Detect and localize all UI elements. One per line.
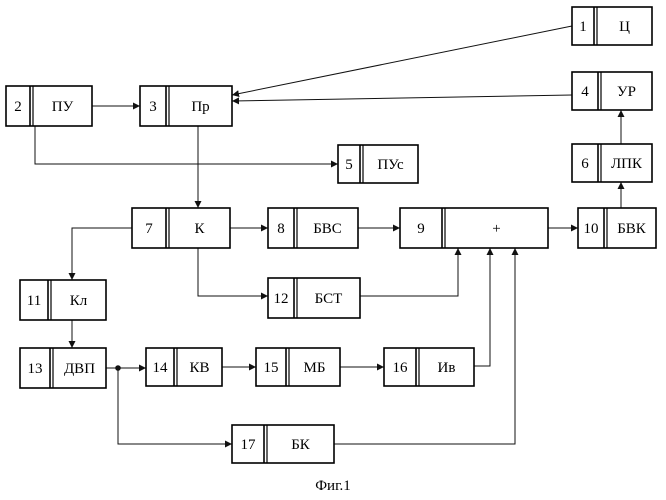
junction-dot [115, 365, 121, 371]
block-5-label: ПУс [377, 157, 404, 173]
figure-caption: Фиг.1 [315, 478, 351, 494]
block-3: 3 Пр [140, 86, 232, 126]
block-16: 16 Ив [384, 348, 474, 386]
block-12-number: 12 [274, 291, 289, 307]
block-6-number: 6 [581, 156, 589, 172]
block-5: 5 ПУс [338, 145, 418, 183]
block-14-number: 14 [153, 360, 169, 376]
block-2-label: ПУ [52, 99, 74, 115]
block-3-label: Пр [191, 99, 209, 115]
block-12: 12 БСТ [268, 278, 360, 318]
block-17: 17 БК [232, 425, 334, 463]
block-17-number: 17 [241, 437, 257, 453]
block-7: 7К [132, 208, 230, 248]
block-8: 8 БВС [268, 208, 358, 248]
block-6-label: ЛПК [611, 156, 643, 172]
block-8-label: БВС [313, 221, 342, 237]
connector-1-to-3 [232, 26, 572, 95]
block-13-label: ДВП [64, 361, 95, 377]
block-3-number: 3 [149, 99, 157, 115]
connector-17-to-9 [334, 248, 515, 444]
block-11: 11 Кл [20, 280, 106, 320]
block-15: 15 МБ [256, 348, 340, 386]
block-10-number: 10 [584, 221, 599, 237]
connector-7-to-12 [198, 248, 268, 296]
block-4-label: УР [617, 84, 636, 100]
connector-4-to-3 [232, 95, 572, 101]
block-12-label: БСТ [315, 291, 343, 307]
block-15-label: МБ [304, 360, 326, 376]
connector-7-to-11 [72, 228, 132, 280]
block-9: 9+ [400, 208, 548, 248]
block-10: 10 БВК [578, 208, 656, 248]
block-9-label: + [492, 221, 500, 237]
block-2-number: 2 [14, 99, 22, 115]
block-11-label: Кл [70, 293, 88, 309]
block-13: 13 ДВП [20, 348, 106, 388]
connector-16-to-9 [474, 248, 490, 366]
block-17-label: БК [291, 437, 311, 453]
block-4: 4 УР [572, 72, 652, 110]
block-7-number: 7 [145, 221, 153, 237]
block-16-label: Ив [438, 360, 456, 376]
connector-2-to-5 [35, 126, 338, 164]
block-9-number: 9 [417, 221, 425, 237]
block-1-number: 1 [579, 19, 587, 35]
block-14-label: КВ [189, 360, 209, 376]
block-16-number: 16 [393, 360, 409, 376]
block-1: 1Ц [572, 7, 652, 45]
block-5-number: 5 [345, 157, 353, 173]
connector-12-to-9 [360, 248, 458, 296]
block-8-number: 8 [277, 221, 285, 237]
block-6: 6 ЛПК [572, 144, 652, 182]
block-4-number: 4 [581, 84, 589, 100]
block-7-label: К [194, 221, 205, 237]
block-15-number: 15 [264, 360, 279, 376]
block-1-label: Ц [619, 19, 630, 35]
block-10-label: БВК [617, 221, 647, 237]
block-13-number: 13 [28, 361, 43, 377]
block-14: 14 КВ [146, 348, 222, 386]
block-11-number: 11 [27, 293, 41, 309]
block-2: 2 ПУ [6, 86, 92, 126]
